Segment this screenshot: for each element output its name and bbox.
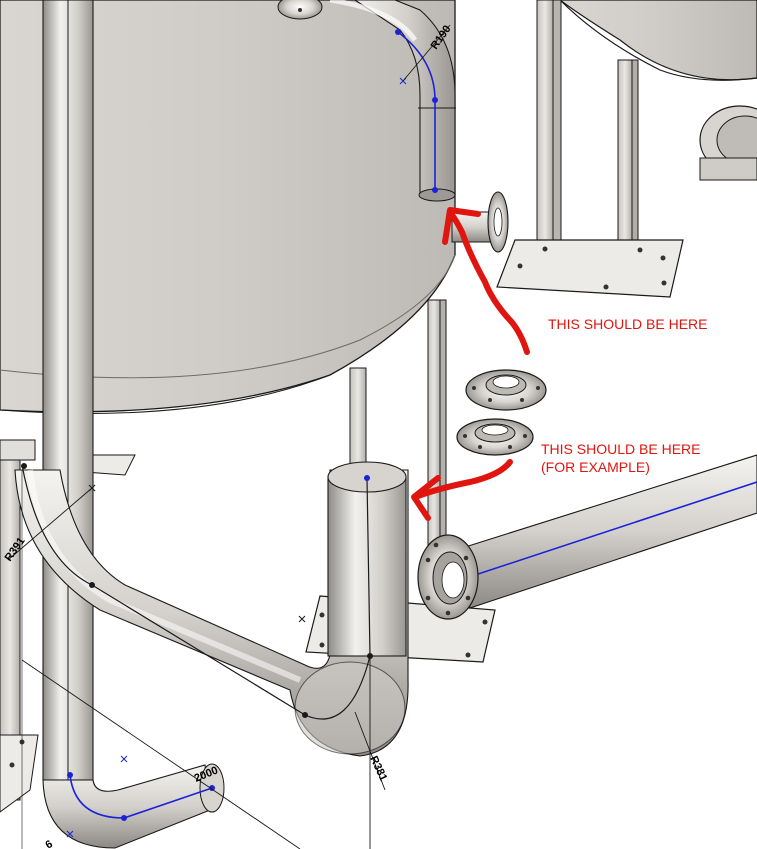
top-nozzle-flange xyxy=(277,0,323,20)
base-plate-back-right xyxy=(496,239,684,298)
pipe-loop xyxy=(14,469,409,757)
right-tank xyxy=(558,0,757,81)
right-pipe-flange xyxy=(417,534,479,620)
left-support-structure xyxy=(0,439,39,813)
loose-flange-upper xyxy=(465,369,547,411)
main-tank xyxy=(0,0,456,414)
loose-flange-lower xyxy=(456,418,534,456)
tall-vertical-pipe xyxy=(42,0,94,781)
top-elbow-centerline xyxy=(395,24,451,193)
tank-side-nozzle xyxy=(451,191,509,253)
right-tank-bottom-flange xyxy=(699,105,757,181)
right-horizontal-pipe xyxy=(457,454,757,609)
dimension-partial: 6 xyxy=(44,838,55,849)
dimension-r381: R381 xyxy=(367,754,389,783)
pipe-loop-centerline xyxy=(7,463,386,849)
annotation-lower-line2: (FOR EXAMPLE) xyxy=(541,459,650,475)
annotation-lower-line1: THIS SHOULD BE HERE xyxy=(541,441,701,457)
bottom-elbow-centerline xyxy=(66,755,215,838)
annotation-upper: THIS SHOULD BE HERE xyxy=(548,316,708,332)
red-arrow-upper xyxy=(442,207,530,355)
red-arrow-lower xyxy=(411,459,513,521)
